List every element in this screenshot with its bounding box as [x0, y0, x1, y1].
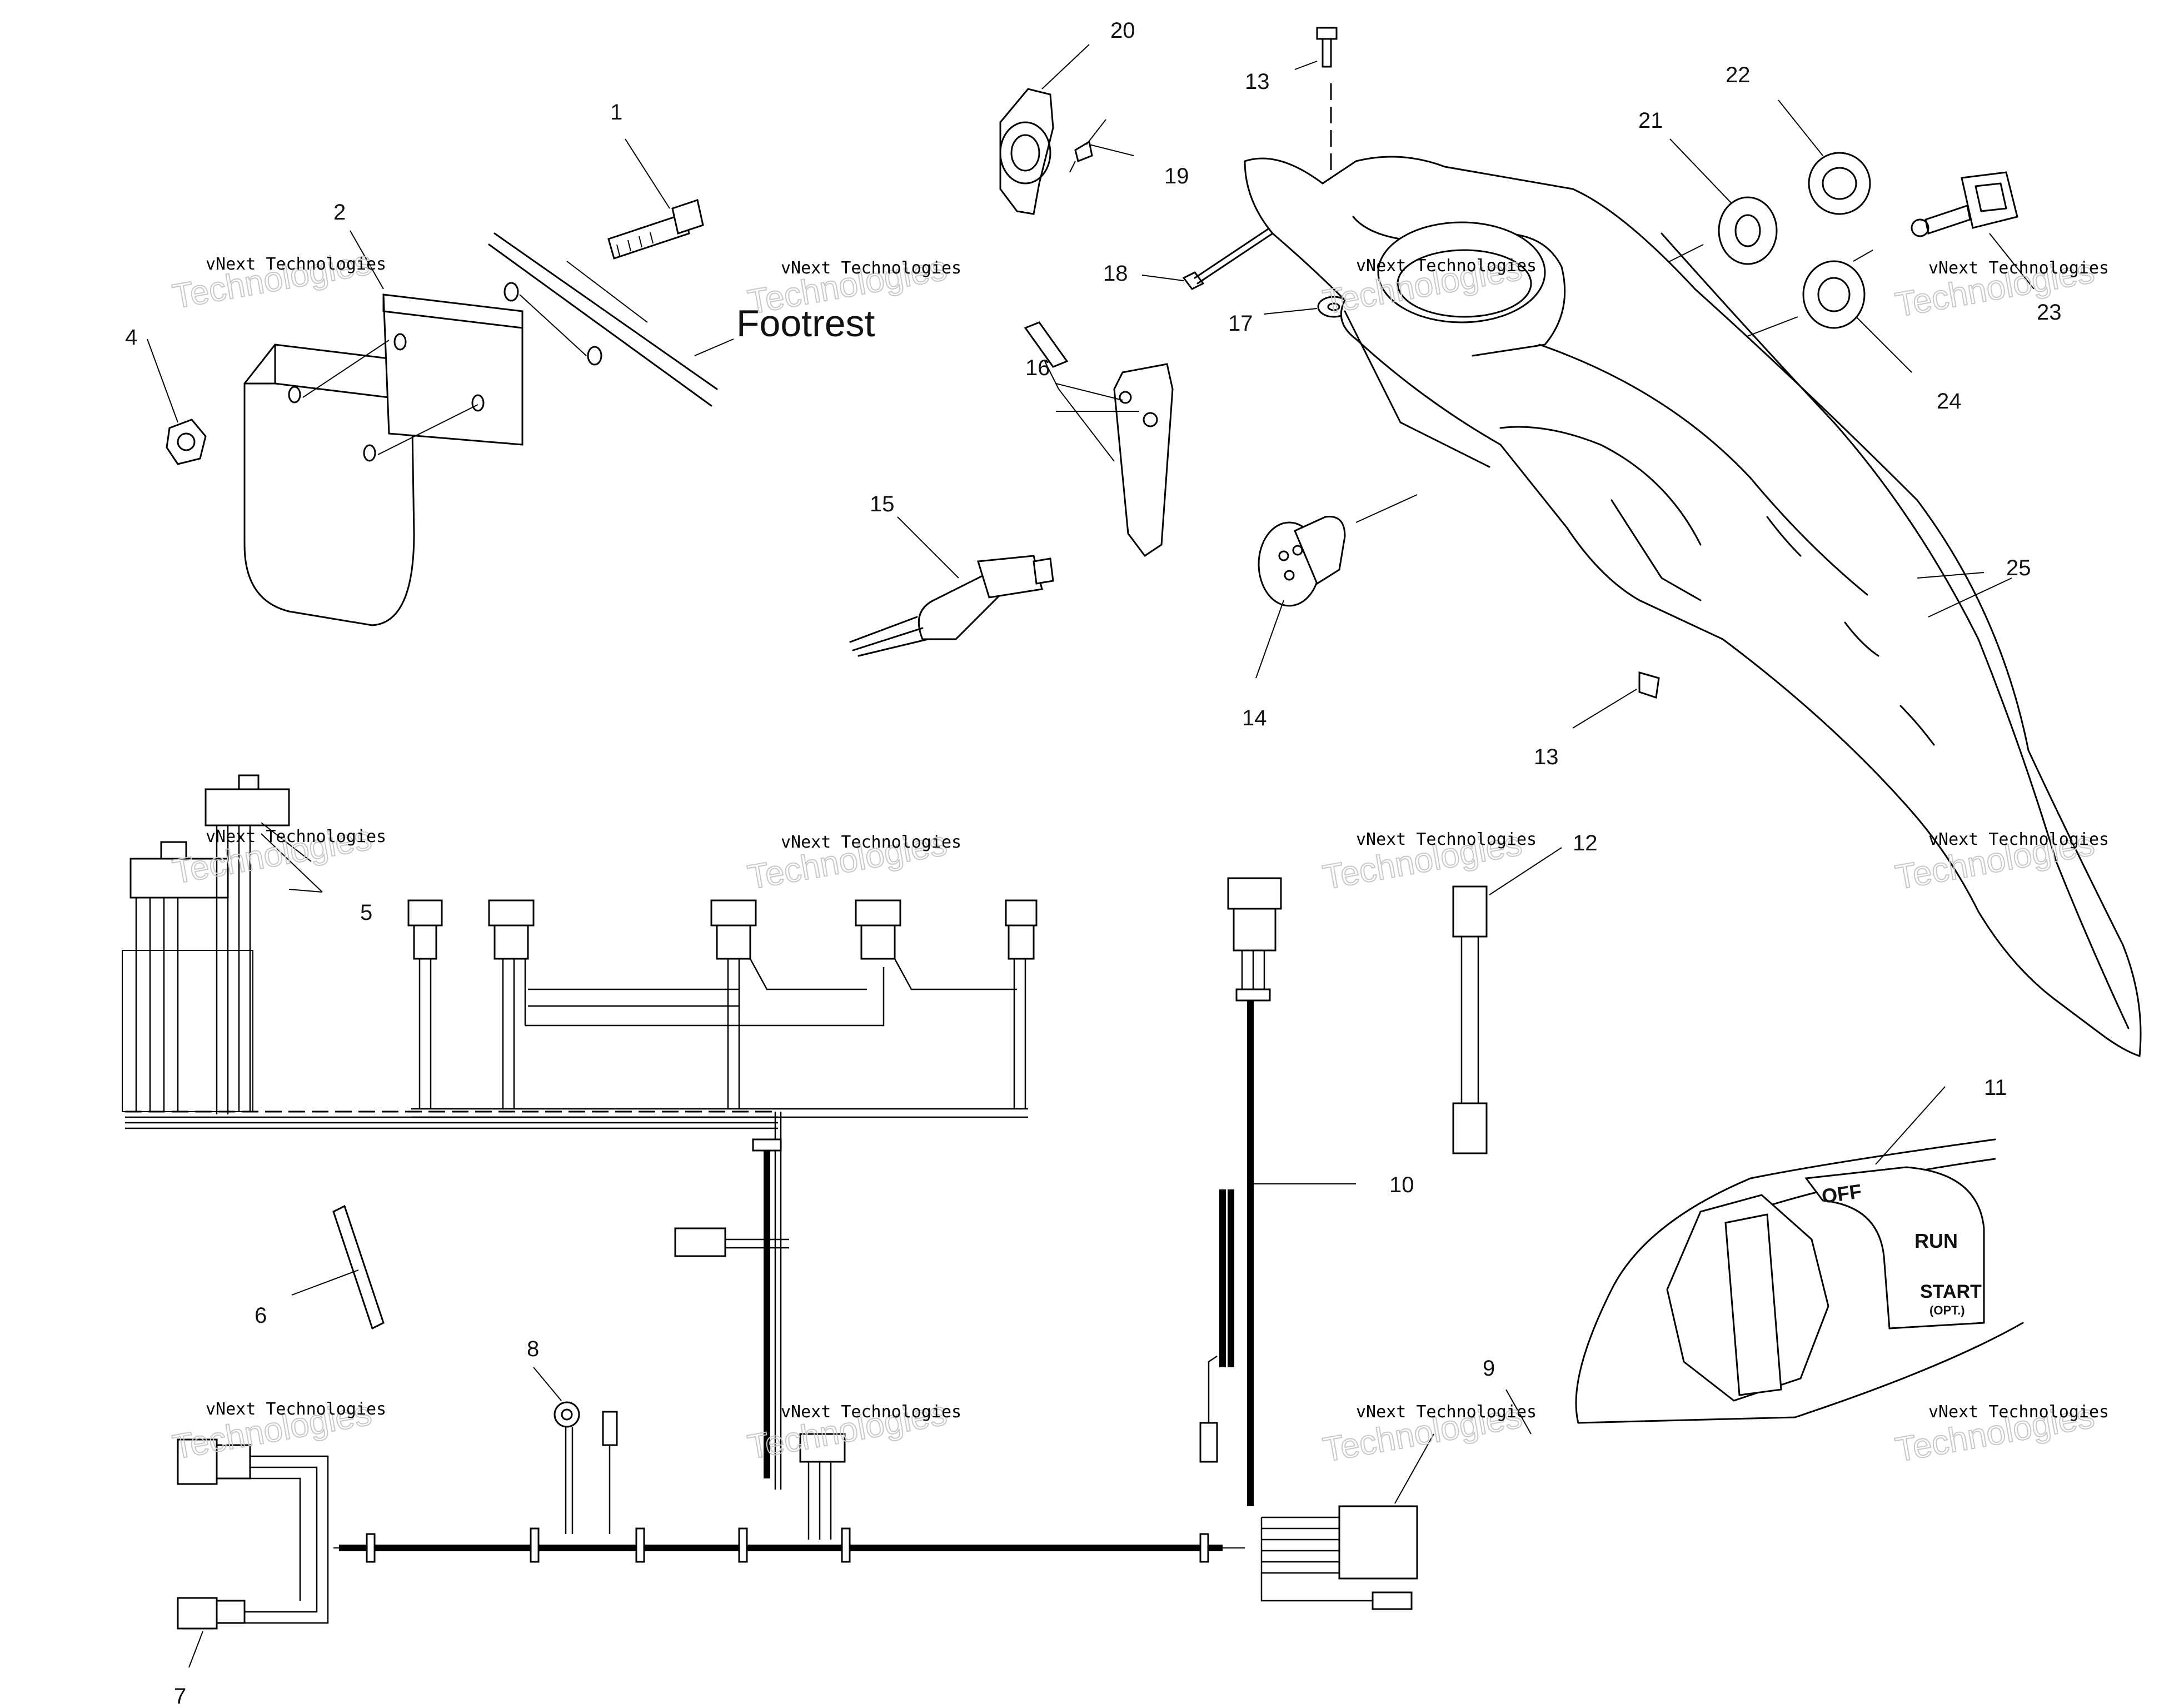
- nut-part-24: [1725, 250, 1912, 373]
- callout-13-top: 13: [1245, 69, 1270, 94]
- svg-text:vNext Technologies: vNext Technologies: [1356, 830, 1537, 849]
- svg-text:vNext Technologies: vNext Technologies: [1356, 256, 1537, 276]
- watermark-7: Technologies vNext Technologies: [1319, 824, 1537, 898]
- harness-connector-d: [855, 899, 1017, 990]
- switch-start-label: START: [1920, 1281, 1982, 1302]
- watermark-10: Technologies vNext Technologies: [744, 1393, 961, 1467]
- callout-21: 21: [1638, 108, 1663, 133]
- svg-text:vNext Technologies: vNext Technologies: [1928, 1402, 2109, 1422]
- nut-part-4: [166, 419, 207, 465]
- svg-text:vNext Technologies: vNext Technologies: [781, 258, 961, 278]
- callout-24: 24: [1937, 389, 1962, 414]
- callout-23: 23: [2037, 300, 2062, 325]
- nut-part-22: [1778, 99, 1871, 215]
- svg-text:vNext Technologies: vNext Technologies: [781, 833, 961, 852]
- callout-4: 4: [125, 325, 137, 350]
- main-harness: [177, 1367, 1434, 1668]
- svg-text:vNext Technologies: vNext Technologies: [1356, 1402, 1537, 1422]
- svg-text:vNext Technologies: vNext Technologies: [206, 827, 386, 846]
- callout-5: 5: [360, 900, 372, 925]
- key-switch-part-14: [1255, 494, 1418, 679]
- callout-18: 18: [1103, 261, 1128, 286]
- screw-part-13-bottom: [1572, 671, 1660, 729]
- watermark-5: Technologies vNext Technologies: [169, 818, 386, 892]
- cable-tie-part-6: [291, 1204, 385, 1330]
- callout-17: 17: [1228, 311, 1253, 336]
- callout-12: 12: [1573, 831, 1598, 855]
- key-part-23: [1911, 171, 2035, 290]
- watermark-12: Technologies vNext Technologies: [1892, 1396, 2109, 1470]
- svg-text:vNext Technologies: vNext Technologies: [206, 255, 386, 274]
- wiring-harness-part-5: [122, 774, 1038, 1540]
- callout-16: 16: [1025, 356, 1050, 380]
- watermark-1: Technologies vNext Technologies: [169, 243, 386, 317]
- watermark-11: Technologies vNext Technologies: [1319, 1396, 1537, 1470]
- switch-opt-label: (OPT.): [1929, 1303, 1965, 1317]
- callout-2: 2: [333, 200, 346, 225]
- bracket-part-20: [999, 44, 1134, 215]
- harness-connector-e: [1005, 899, 1038, 1109]
- callout-9: 9: [1483, 1356, 1495, 1381]
- callout-8: 8: [527, 1337, 539, 1361]
- svg-text:vNext Technologies: vNext Technologies: [1928, 258, 2109, 278]
- callout-6: 6: [255, 1303, 267, 1328]
- bolt-part-1: [607, 199, 704, 260]
- tie-part-18: [1141, 221, 1282, 290]
- callout-13-bottom: 13: [1534, 745, 1559, 769]
- callout-25: 25: [2006, 556, 2031, 580]
- harness-connector-c: [710, 899, 867, 1109]
- connector-part-9: [1260, 1433, 1434, 1610]
- footrest-pad-assembly: [147, 138, 734, 626]
- svg-text:vNext Technologies: vNext Technologies: [1928, 830, 2109, 849]
- harness-connector-b: [488, 899, 885, 1109]
- callout-7: 7: [174, 1684, 186, 1708]
- jumper-part-12: [1452, 847, 1562, 1154]
- callout-11: 11: [1984, 1075, 2007, 1100]
- watermark-4: Technologies vNext Technologies: [1892, 251, 2109, 325]
- svg-text:vNext Technologies: vNext Technologies: [206, 1400, 386, 1419]
- switch-run-label: RUN: [1914, 1229, 1958, 1252]
- screw-part-13-top: [1294, 27, 1338, 222]
- callout-1: 1: [610, 100, 622, 125]
- console-part-25: [1244, 156, 2142, 1058]
- ring-terminal-part-8: [533, 1367, 618, 1534]
- callout-20: 20: [1110, 18, 1135, 43]
- callout-22: 22: [1726, 63, 1751, 87]
- footrest-label: Footrest: [736, 302, 875, 345]
- wiring-harness-part-10: [1199, 877, 1356, 1506]
- ignition-panel-part-11: [1505, 1086, 2024, 1435]
- callout-19: 19: [1164, 164, 1189, 188]
- callout-10: 10: [1389, 1173, 1414, 1197]
- callout-14: 14: [1242, 706, 1267, 730]
- connector-part-7: [177, 1438, 329, 1668]
- callout-15: 15: [870, 492, 895, 516]
- plunger-switch-part-15: [849, 516, 1054, 657]
- callout-labels: 1 2 4 5 6 7 8 9 10 11 12 13 13 14 15 16 …: [125, 18, 2062, 1708]
- switch-off-label: OFF: [1820, 1179, 1863, 1208]
- watermark-6: Technologies vNext Technologies: [744, 824, 961, 898]
- washer-part-21: [1658, 138, 1778, 267]
- svg-text:vNext Technologies: vNext Technologies: [781, 1402, 961, 1422]
- harness-connector-a: [407, 899, 443, 1109]
- pin-part-16: [1024, 321, 1174, 557]
